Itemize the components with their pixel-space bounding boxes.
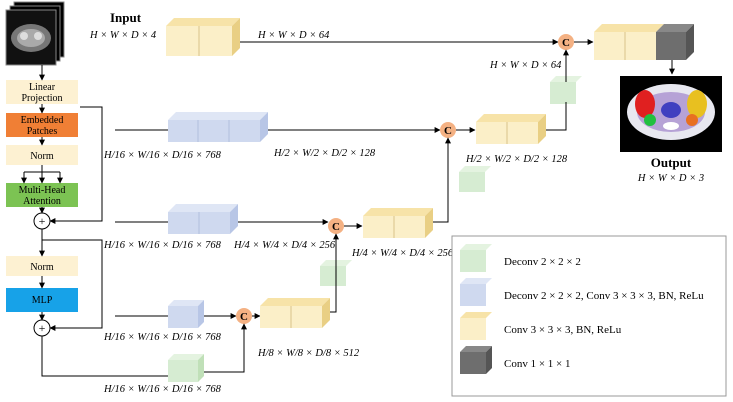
dim-skip2-up: H/4 × W/4 × D/4 × 256 xyxy=(233,240,336,251)
linear-projection-block: Linear Projection xyxy=(6,80,78,104)
dim-input-top: H × W × D × 4 xyxy=(89,30,157,41)
dim-skip3: H/16 × W/16 × D/16 × 768 xyxy=(103,332,222,343)
mha-line1: Multi-Head xyxy=(19,185,66,196)
legend-item-deconv: Deconv 2 × 2 × 2 xyxy=(460,244,581,272)
embedded-patches-block: Embedded Patches xyxy=(6,113,78,137)
bottom-line-left xyxy=(41,348,168,377)
svg-text:C: C xyxy=(240,311,248,323)
legend: Deconv 2 × 2 × 2 Deconv 2 × 2 × 2, Conv … xyxy=(451,235,727,397)
multi-head-attention-block: Multi-Head Attention xyxy=(6,183,78,207)
stage2-up-line xyxy=(433,192,449,223)
stage2-conv-block xyxy=(363,208,433,238)
dim-bottom: H/16 × W/16 × D/16 × 768 xyxy=(103,384,222,395)
add-node-2: + xyxy=(33,319,51,337)
add-node-1: + xyxy=(33,212,51,230)
dim-skip1-right: H/2 × W/2 × D/2 × 128 xyxy=(465,154,568,165)
concat-node-1: C xyxy=(440,122,456,138)
norm2-block: Norm xyxy=(6,256,78,276)
dim-skip1: H/16 × W/16 × D/16 × 768 xyxy=(103,150,222,161)
bottom-to-concat3 xyxy=(204,323,247,373)
legend-label-deconv-conv: Deconv 2 × 2 × 2, Conv 3 × 3 × 3, BN, Re… xyxy=(504,290,704,302)
deconv-bottom xyxy=(168,354,204,382)
legend-item-deconv-conv: Deconv 2 × 2 × 2, Conv 3 × 3 × 3, BN, Re… xyxy=(460,278,704,306)
svg-text:C: C xyxy=(444,125,452,137)
output-segmentation-image xyxy=(620,76,722,152)
svg-text:C: C xyxy=(562,37,570,49)
dim-input-64: H × W × D × 64 xyxy=(257,30,330,41)
input-label: Input xyxy=(110,10,142,25)
dim-skip2: H/16 × W/16 × D/16 × 768 xyxy=(103,240,222,251)
input-conv-block xyxy=(166,18,240,56)
stage1-up-line xyxy=(545,104,567,131)
norm2-label: Norm xyxy=(30,262,54,273)
embedded-patches-line1: Embedded xyxy=(21,115,64,126)
dim-skip1-up: H/2 × W/2 × D/2 × 128 xyxy=(273,148,376,159)
svg-text:+: + xyxy=(39,214,46,228)
dim-skip2-right: H/4 × W/4 × D/4 × 256 xyxy=(351,248,454,259)
legend-item-conv1x1: Conv 1 × 1 × 1 xyxy=(460,346,571,374)
norm1-label: Norm xyxy=(30,151,54,162)
skip3-deconv-conv-block xyxy=(168,300,204,328)
final-conv1x1-block xyxy=(656,24,694,60)
stage1-conv-block xyxy=(476,114,546,144)
concat-node-2: C xyxy=(328,218,344,234)
concat-node-3: C xyxy=(236,308,252,324)
output-dim: H × W × D × 3 xyxy=(637,173,704,184)
dim-right-64: H × W × D × 64 xyxy=(489,60,562,71)
concat-node-top: C xyxy=(558,34,574,50)
svg-text:C: C xyxy=(332,221,340,233)
deconv-stage2-up xyxy=(459,166,491,192)
linear-projection-line2: Projection xyxy=(21,93,62,104)
stage3-up-line xyxy=(330,286,337,313)
output-label: Output xyxy=(651,155,692,170)
mha-line2: Attention xyxy=(23,196,61,207)
stage3-conv-block xyxy=(260,298,330,328)
linear-projection-line1: Linear xyxy=(29,82,56,93)
svg-text:+: + xyxy=(39,321,46,335)
skip1-deconv-conv-blocks xyxy=(168,112,268,142)
input-ct-image-stack xyxy=(5,1,65,66)
legend-label-conv: Conv 3 × 3 × 3, BN, ReLu xyxy=(504,324,622,336)
encoder-connectors xyxy=(21,65,103,348)
embedded-patches-line2: Patches xyxy=(27,126,58,137)
dim-skip3-up: H/8 × W/8 × D/8 × 512 xyxy=(257,348,360,359)
mlp-block: MLP xyxy=(6,288,78,312)
legend-item-conv: Conv 3 × 3 × 3, BN, ReLu xyxy=(460,312,622,340)
skip2-deconv-conv-blocks xyxy=(168,204,238,234)
norm1-block: Norm xyxy=(6,145,78,165)
mlp-label: MLP xyxy=(32,295,53,306)
legend-label-conv1x1: Conv 1 × 1 × 1 xyxy=(504,358,571,370)
legend-label-deconv: Deconv 2 × 2 × 2 xyxy=(504,256,581,268)
final-conv-block xyxy=(594,24,664,60)
